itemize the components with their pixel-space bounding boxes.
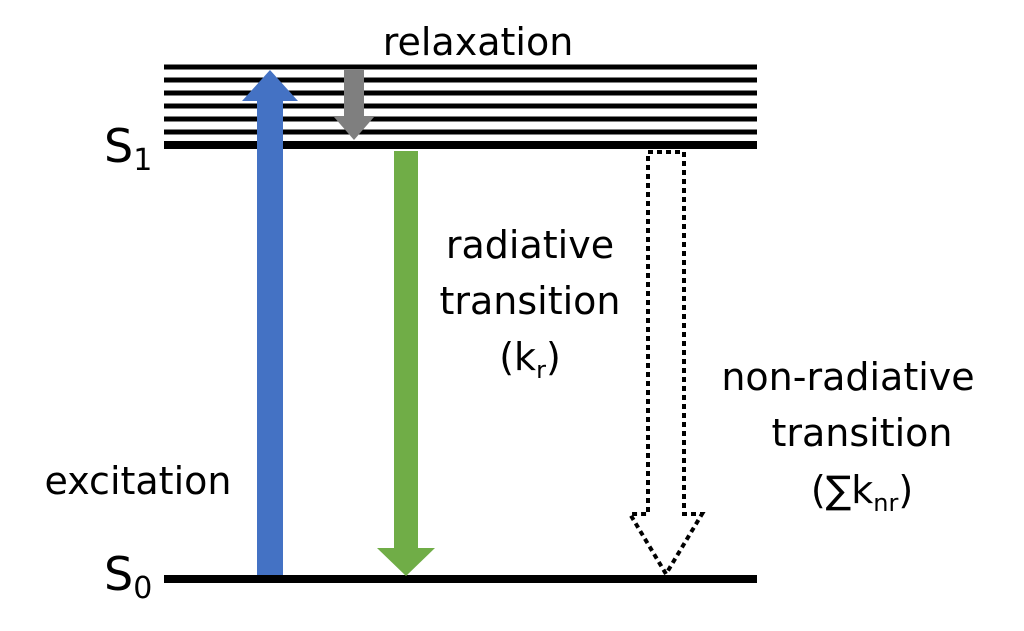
s0-label: S0 xyxy=(104,547,152,606)
non-radiative-rate-open: (∑k xyxy=(811,468,873,512)
radiative-label-line1: radiative xyxy=(446,223,614,267)
radiative-rate-open: (k xyxy=(499,335,536,379)
s1-label: S1 xyxy=(104,119,152,178)
radiative-rate-close: ) xyxy=(546,335,561,379)
radiative-label-line2: transition xyxy=(439,279,620,323)
excitation-arrow xyxy=(242,70,298,575)
radiative-rate-subscript: r xyxy=(536,356,546,384)
non-radiative-label-line1: non-radiative xyxy=(721,355,974,399)
s1-subscript: 1 xyxy=(133,143,152,178)
non-radiative-transition-arrow xyxy=(626,150,706,578)
excitation-label: excitation xyxy=(45,459,232,503)
relaxation-arrow xyxy=(334,70,374,140)
non-radiative-rate-label: (∑knr) xyxy=(811,468,913,517)
s1-symbol: S xyxy=(104,119,133,173)
non-radiative-rate-subscript: nr xyxy=(873,489,898,517)
radiative-transition-arrow xyxy=(377,151,435,576)
radiative-rate-label: (kr) xyxy=(499,335,561,384)
s0-subscript: 0 xyxy=(133,571,152,606)
non-radiative-label-line2: transition xyxy=(771,411,952,455)
s0-symbol: S xyxy=(104,547,133,601)
relaxation-label: relaxation xyxy=(383,20,574,64)
non-radiative-rate-close: ) xyxy=(898,468,913,512)
